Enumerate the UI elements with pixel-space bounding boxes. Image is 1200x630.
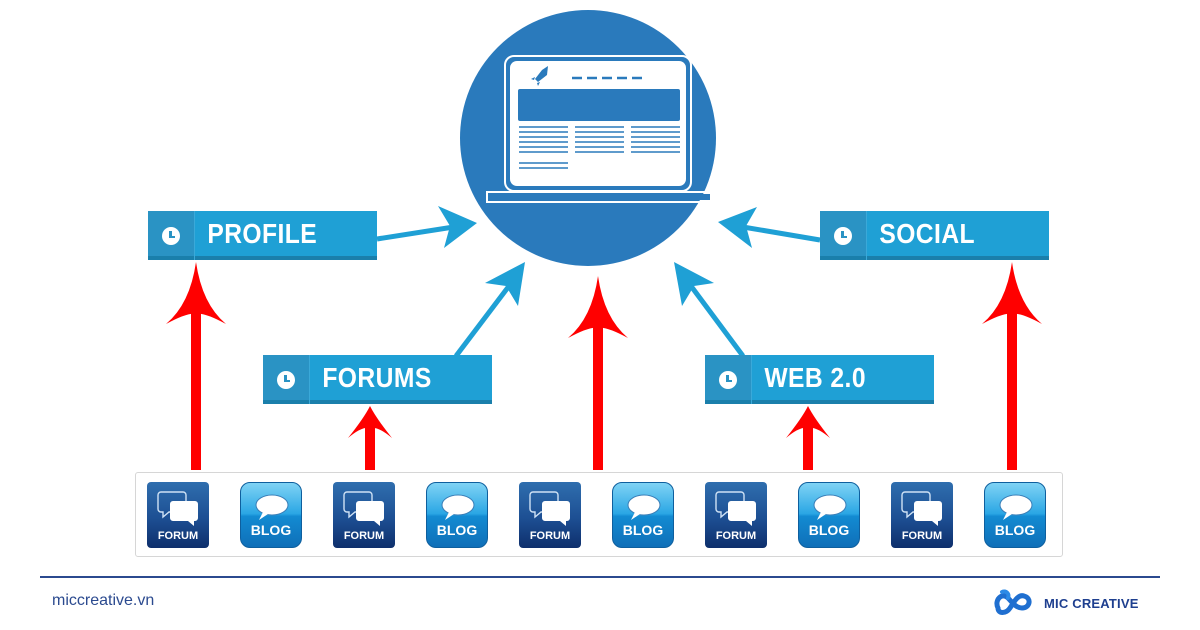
rocket-icon	[531, 66, 548, 86]
label-social-text: SOCIAL	[879, 218, 976, 249]
arrow-head	[166, 262, 226, 324]
red-arrow-center	[568, 276, 628, 470]
arrow-head	[786, 406, 830, 438]
blog-tile[interactable]: BLOG	[240, 482, 302, 548]
tile-label: BLOG	[436, 522, 478, 538]
brand-logo[interactable]: MIC CREATIVE	[992, 588, 1139, 618]
chat-bubbles-icon	[715, 491, 756, 526]
label-social: SOCIAL	[820, 211, 1049, 260]
chat-bubbles-icon	[157, 491, 198, 526]
arrow-head	[568, 276, 628, 338]
blog-tile[interactable]: BLOG	[984, 482, 1046, 548]
red-arrow-web20	[786, 406, 830, 470]
arrow-head	[348, 406, 392, 438]
arrow-head	[982, 262, 1042, 324]
arrow-shaft	[803, 422, 813, 470]
red-arrow-forums	[348, 406, 392, 470]
clock-icon	[719, 370, 737, 389]
blue-arrow-social	[718, 207, 821, 248]
infinity-logo-icon	[994, 589, 1032, 615]
clock-icon	[277, 370, 295, 389]
tile-label: BLOG	[994, 522, 1036, 538]
clock-icon	[162, 226, 180, 245]
forum-tile[interactable]: FORUM	[147, 482, 209, 548]
brand-name: MIC CREATIVE	[1044, 595, 1139, 611]
label-profile: PROFILE	[148, 211, 377, 260]
arrow-shaft	[593, 322, 603, 470]
speech-bubble-icon	[441, 494, 475, 520]
arrow-shaft	[1007, 308, 1017, 470]
arrow-shaft	[191, 308, 201, 470]
label-forums: FORUMS	[263, 355, 492, 404]
tile-label: BLOG	[622, 522, 664, 538]
forum-tile[interactable]: FORUM	[705, 482, 767, 548]
laptop-website-icon	[486, 55, 713, 203]
speech-bubble-icon	[813, 494, 847, 520]
speech-bubble-icon	[999, 494, 1033, 520]
blue-arrow-forums	[454, 262, 525, 358]
tile-label: FORUM	[343, 530, 385, 542]
tile-label: FORUM	[529, 530, 571, 542]
forum-tile[interactable]: FORUM	[519, 482, 581, 548]
label-profile-text: PROFILE	[207, 218, 318, 249]
tile-label: FORUM	[715, 530, 757, 542]
blog-tile[interactable]: BLOG	[798, 482, 860, 548]
clock-icon-cell	[148, 211, 195, 260]
label-web20: WEB 2.0	[705, 355, 934, 404]
arrow-shaft	[365, 422, 375, 470]
clock-icon-cell	[820, 211, 867, 260]
footer-url[interactable]: miccreative.vn	[52, 592, 155, 609]
tile-label: FORUM	[157, 530, 199, 542]
blog-tile[interactable]: BLOG	[426, 482, 488, 548]
clock-icon-cell	[705, 355, 752, 404]
speech-bubble-icon	[627, 494, 661, 520]
label-forums-text: FORUMS	[322, 362, 432, 393]
chat-bubbles-icon	[343, 491, 384, 526]
forum-tile[interactable]: FORUM	[333, 482, 395, 548]
tile-label: FORUM	[901, 530, 943, 542]
speech-bubble-icon	[255, 494, 289, 520]
label-web20-text: WEB 2.0	[764, 362, 866, 393]
blue-arrow-profile	[376, 206, 477, 248]
red-arrow-profile	[166, 262, 226, 470]
blue-arrow-web20	[674, 262, 746, 358]
source-sites-strip: FORUM BLOG FORUM BLOG FORUM BLOG FORUM	[135, 472, 1063, 557]
chat-bubbles-icon	[901, 491, 942, 526]
blog-tile[interactable]: BLOG	[612, 482, 674, 548]
chat-bubbles-icon	[529, 491, 570, 526]
clock-icon	[834, 226, 852, 245]
red-arrow-social	[982, 262, 1042, 470]
footer-divider	[40, 576, 1160, 578]
tile-label: BLOG	[250, 522, 292, 538]
clock-icon-cell	[263, 355, 310, 404]
tile-label: BLOG	[808, 522, 850, 538]
forum-tile[interactable]: FORUM	[891, 482, 953, 548]
